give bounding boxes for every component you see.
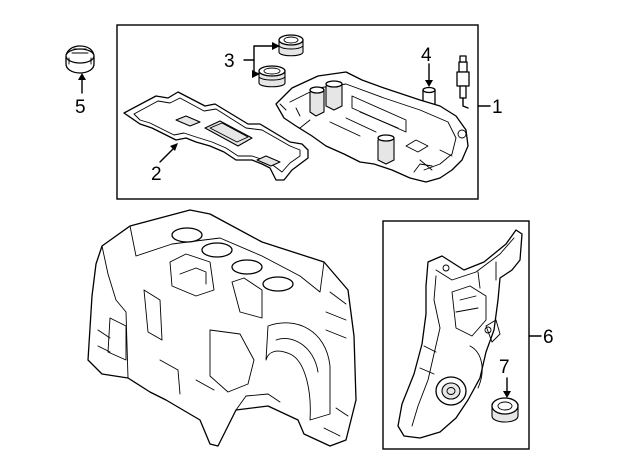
gasket-part: [123, 91, 309, 181]
callout-2: 2: [151, 164, 162, 185]
callout-7: 7: [499, 357, 510, 378]
leader-3a: [243, 45, 277, 61]
callout-3: 3: [224, 51, 235, 72]
leader-4-arrow: [425, 80, 433, 87]
valve-cover-part: [275, 71, 469, 183]
leader-2: [159, 147, 175, 163]
engine-block: [87, 209, 357, 447]
crank-seal-part: [491, 397, 519, 423]
leader-5-arrow: [78, 73, 86, 80]
tube-seals-part: [258, 34, 304, 88]
callout-6: 6: [543, 327, 554, 348]
oil-filler-cap-part: [65, 45, 95, 74]
callout-1: 1: [492, 97, 503, 118]
timing-cover-part: [397, 229, 523, 439]
timing-cover-group-box: [382, 220, 530, 450]
leader-3b-arrow: [252, 70, 260, 78]
leader-2-arrow: [170, 143, 178, 151]
leader-3a-arrow: [272, 42, 280, 50]
callout-5: 5: [75, 97, 86, 118]
callout-4: 4: [421, 45, 432, 66]
leader-7-arrow: [503, 391, 511, 398]
valve-cover-group-box: [116, 24, 479, 200]
